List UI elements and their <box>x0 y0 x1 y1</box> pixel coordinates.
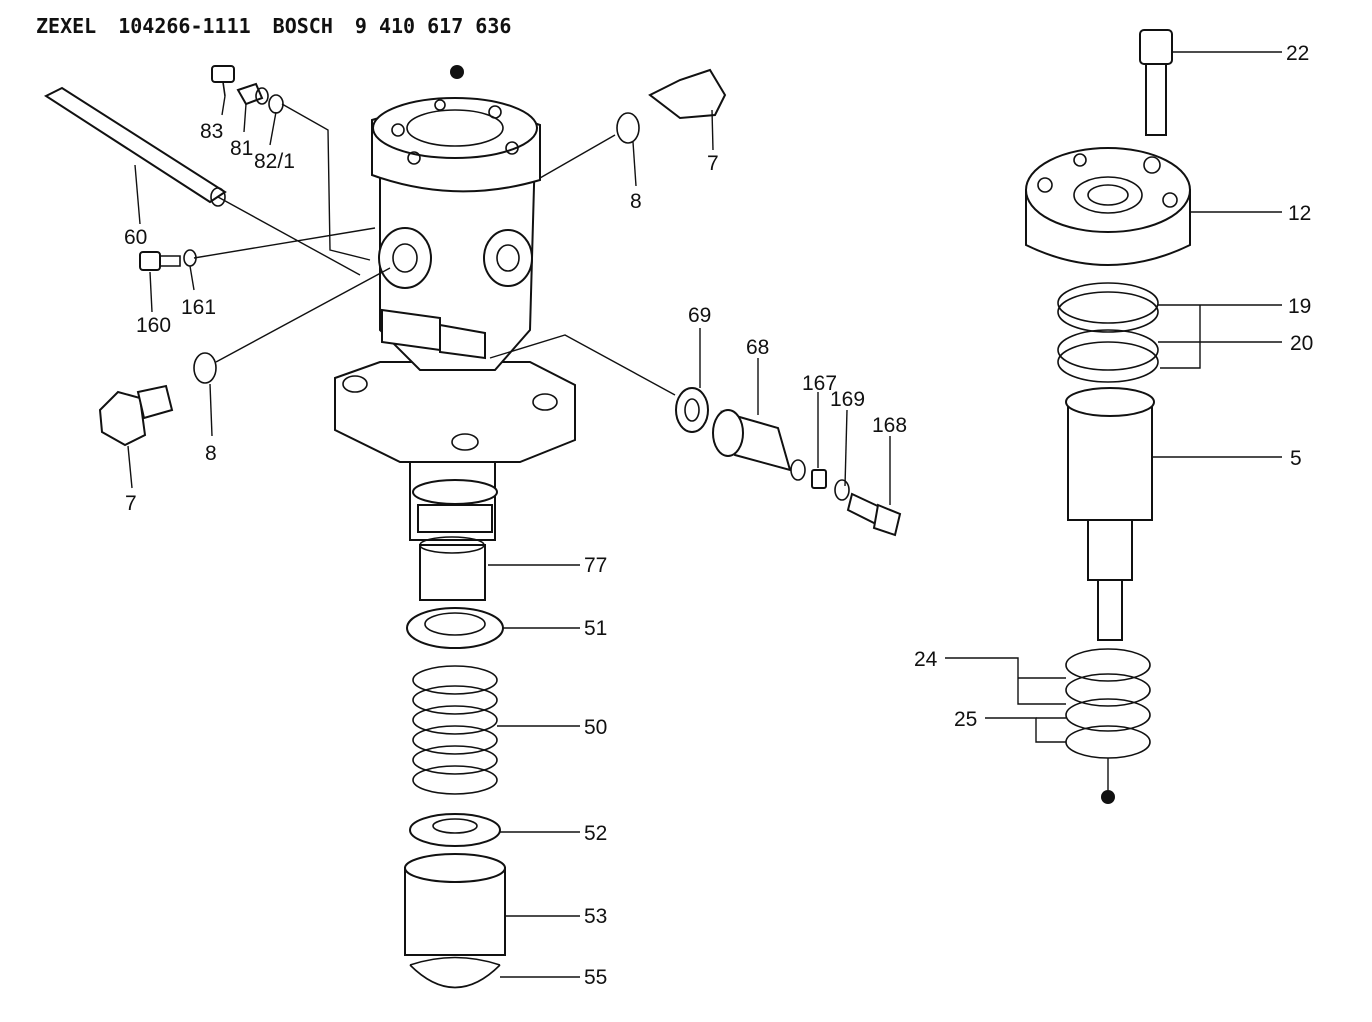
callout-8-left: 8 <box>205 442 217 465</box>
callout-161: 161 <box>181 296 216 319</box>
brand-bosch: BOSCH <box>272 14 333 38</box>
diagram-header: ZEXEL 104266-1111 BOSCH 9 410 617 636 <box>36 14 533 38</box>
part-12-flange <box>1025 147 1191 266</box>
brand-zexel: ZEXEL <box>36 14 97 38</box>
callout-12: 12 <box>1288 202 1311 225</box>
part-8-left-ring <box>193 352 217 384</box>
part-69-washer <box>675 387 709 433</box>
callout-169: 169 <box>830 388 865 411</box>
callout-5: 5 <box>1290 447 1302 470</box>
part-8-top-ring <box>616 112 640 144</box>
part-53-tappet <box>404 853 506 956</box>
callout-8-top: 8 <box>630 190 642 213</box>
part-55-clip <box>409 956 501 989</box>
callout-60: 60 <box>124 226 147 249</box>
part-68-cylinder <box>712 409 792 472</box>
callout-22: 22 <box>1286 42 1309 65</box>
callout-50: 50 <box>584 716 607 739</box>
part-81-bracket <box>236 82 264 106</box>
callout-20: 20 <box>1290 332 1313 355</box>
part-167-169-small-parts <box>790 459 850 501</box>
part-7-top-plug <box>648 68 727 120</box>
callout-24: 24 <box>914 648 938 671</box>
callout-82-1: 82/1 <box>254 150 295 173</box>
part-83-screw <box>211 65 235 97</box>
callout-19: 19 <box>1288 295 1311 318</box>
callout-7-top: 7 <box>707 152 719 175</box>
callout-160: 160 <box>136 314 171 337</box>
part-160-161-screw <box>139 249 197 271</box>
part-51-ring <box>406 607 504 649</box>
callout-68: 68 <box>746 336 769 359</box>
callout-55: 55 <box>584 966 607 989</box>
leader-lines <box>127 51 1282 978</box>
part-7-left-plug <box>98 384 174 447</box>
alignment-dot-bottom <box>1101 790 1115 804</box>
callout-77: 77 <box>584 554 607 577</box>
callout-51: 51 <box>584 617 607 640</box>
part-19-20-seals <box>1057 282 1159 383</box>
callout-83: 83 <box>200 120 223 143</box>
part-24-25-rings <box>1065 648 1151 759</box>
callout-168: 168 <box>872 414 907 437</box>
callout-25: 25 <box>954 708 977 731</box>
bosch-part-number: 9 410 617 636 <box>354 14 512 38</box>
part-22-bolt <box>1139 29 1173 136</box>
part-5-element <box>1065 387 1155 641</box>
part-168-bolt <box>846 492 902 537</box>
callout-52: 52 <box>584 822 607 845</box>
callout-167: 167 <box>802 372 837 395</box>
callout-53: 53 <box>584 905 607 928</box>
callout-69: 69 <box>688 304 711 327</box>
part-77-sleeve <box>419 536 486 601</box>
callout-labels: 83 81 82/1 60 161 160 8 7 8 7 69 68 167 … <box>124 42 1313 989</box>
part-52-seat <box>409 813 501 847</box>
alignment-dot-top <box>450 65 464 79</box>
callout-81: 81 <box>230 137 253 160</box>
part-60-rod <box>43 86 227 207</box>
zexel-part-number: 104266-1111 <box>118 14 251 38</box>
callout-7-left: 7 <box>125 492 137 515</box>
part-50-spring <box>412 665 498 795</box>
pump-housing <box>334 97 576 541</box>
